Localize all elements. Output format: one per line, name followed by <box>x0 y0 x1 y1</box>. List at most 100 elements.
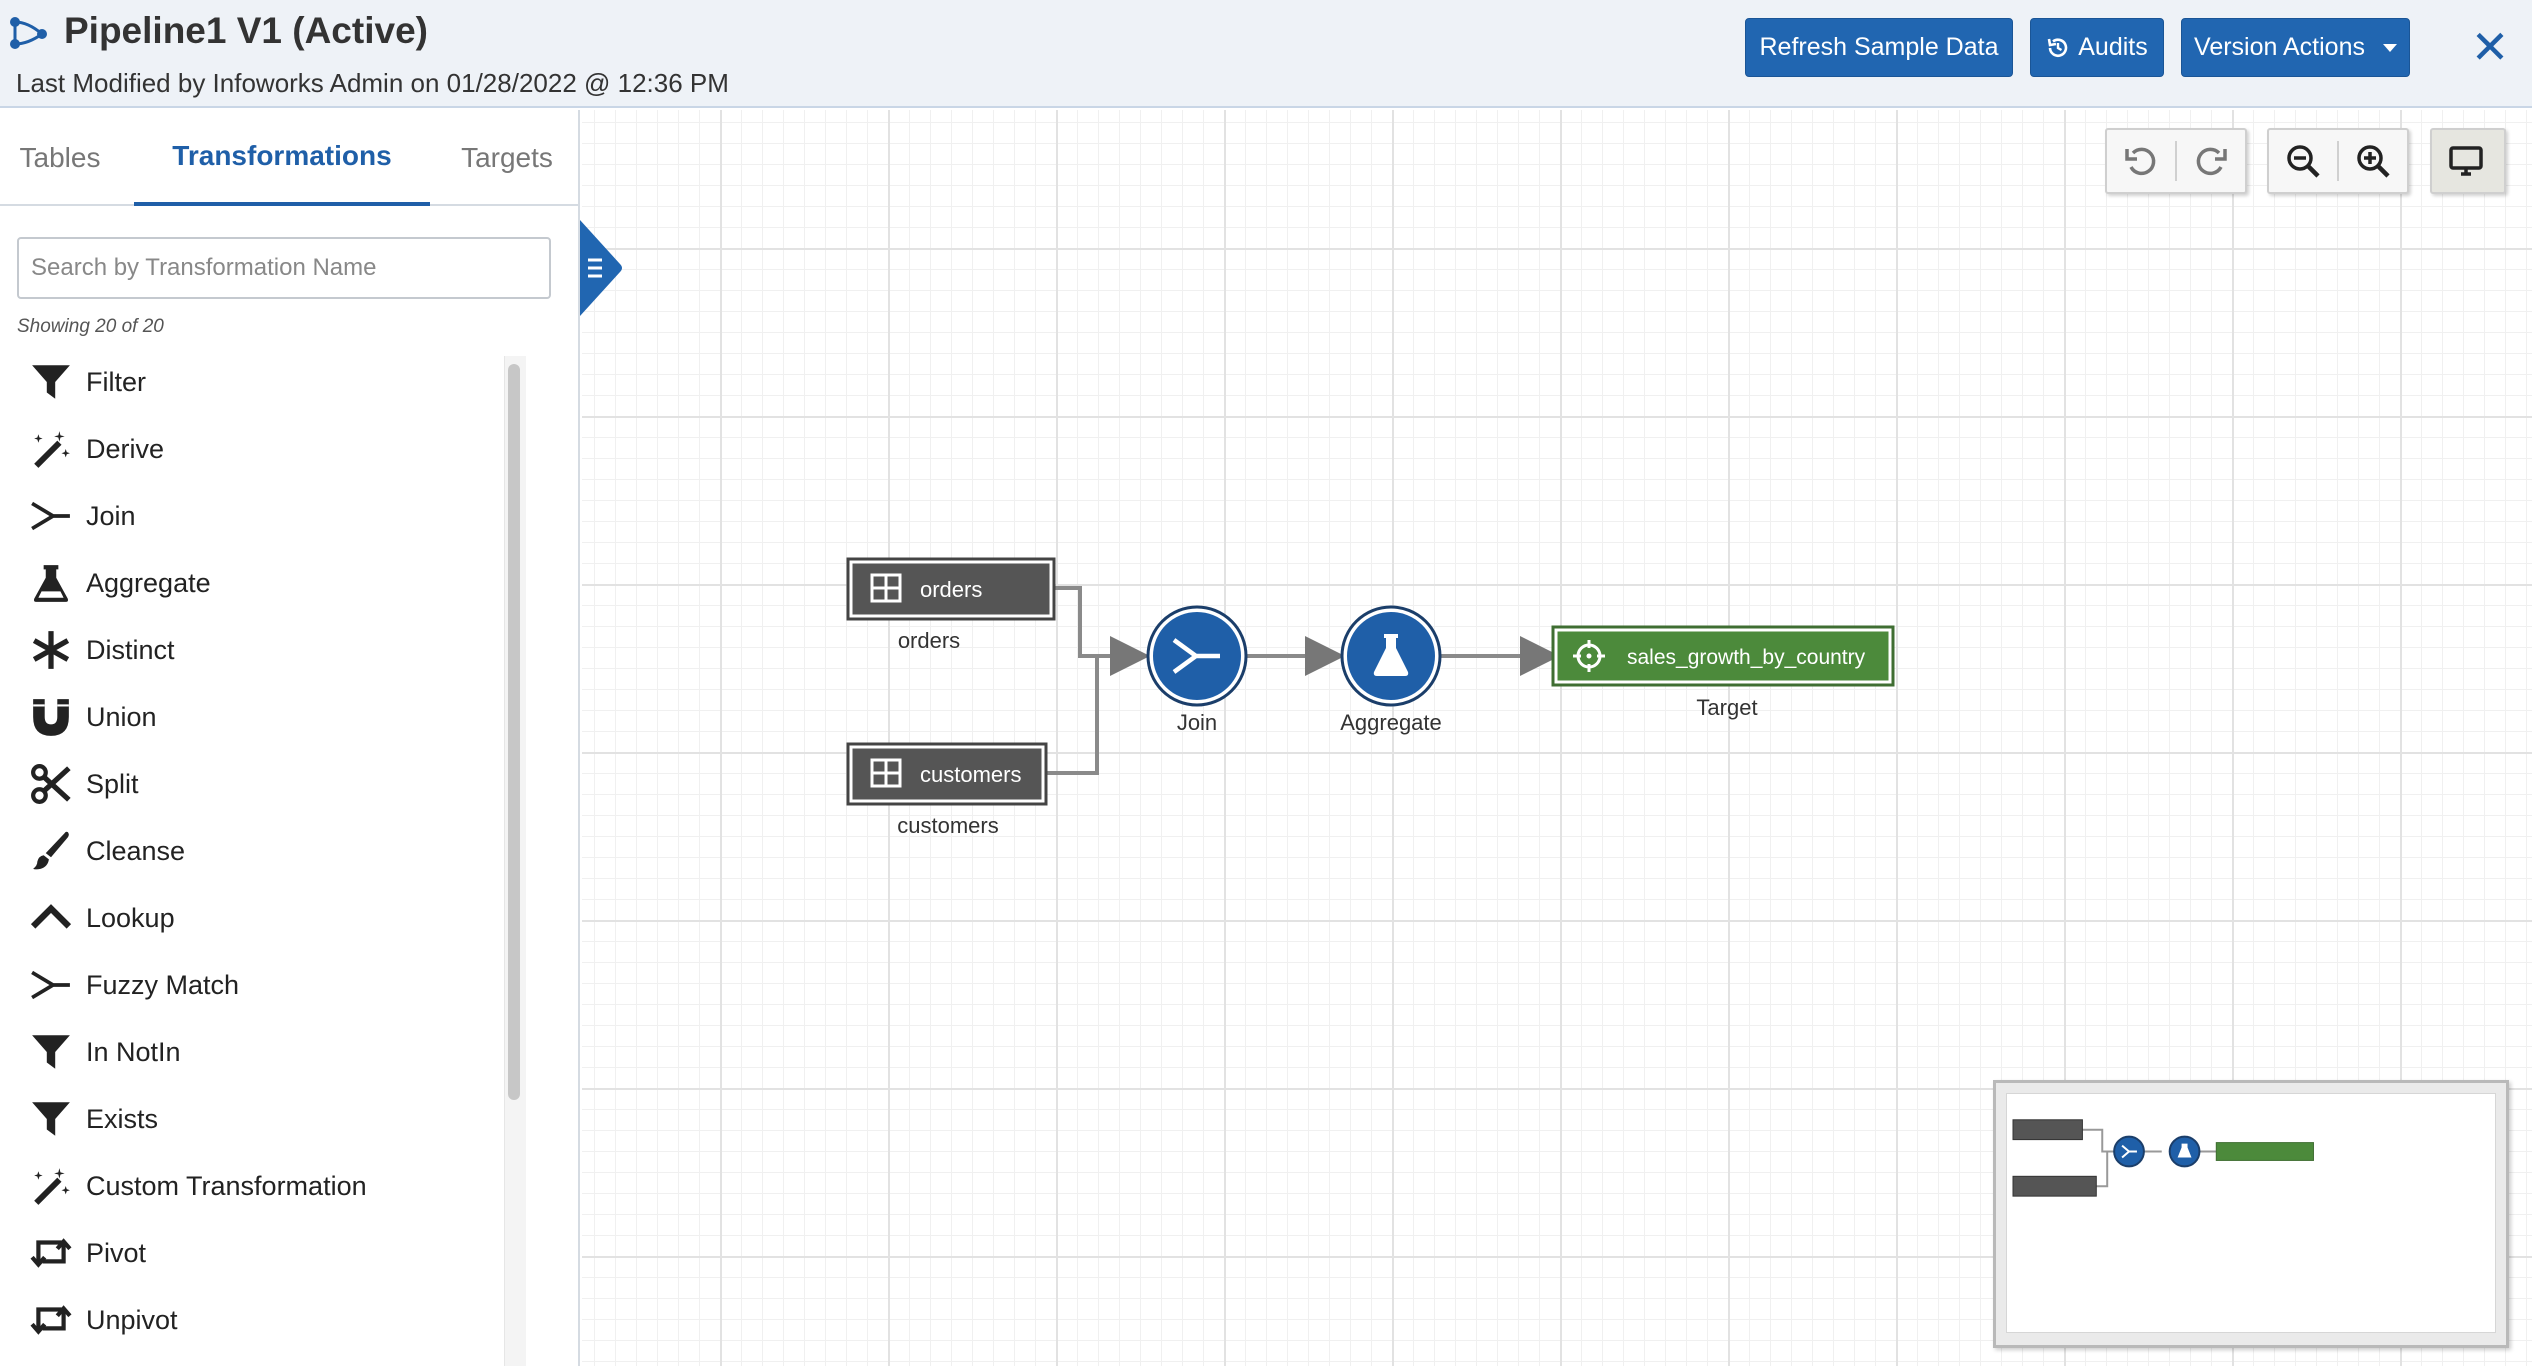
transformation-item-unpivot[interactable]: Unpivot <box>30 1290 490 1350</box>
transformation-list: Filter Derive Join Aggregate Distinct Un… <box>0 352 500 1366</box>
join-icon <box>1172 638 1220 674</box>
node-aggregate[interactable]: Aggregate <box>1340 605 1442 735</box>
toolbar-divider <box>2337 141 2339 181</box>
tab-targets[interactable]: Targets <box>461 142 553 173</box>
transformation-item-cleanse[interactable]: Cleanse <box>30 821 490 881</box>
redo-button[interactable] <box>2177 130 2245 192</box>
table-icon <box>870 573 902 603</box>
transformation-item-join[interactable]: Join <box>30 486 490 546</box>
graph-edges <box>1008 586 1560 775</box>
chevron-up-icon <box>30 904 72 929</box>
history-toolbar <box>2105 128 2247 194</box>
transformation-item-label: Aggregate <box>86 567 211 598</box>
zoom-in-icon <box>2357 145 2390 178</box>
transformation-item-custom-transformation[interactable]: Custom Transformation <box>30 1156 490 1216</box>
retweet-icon <box>30 1238 72 1268</box>
crosshairs-icon <box>1573 640 1605 672</box>
magic-wand-icon <box>34 1168 70 1205</box>
sidebar-toggle-icon[interactable] <box>580 220 624 316</box>
filter-icon <box>32 1035 70 1069</box>
caret-down-icon <box>2382 43 2397 52</box>
page-header: Pipeline1 V1 (Active) Last Modified by I… <box>0 0 2532 108</box>
monitor-icon <box>2449 146 2483 176</box>
transformations-sidebar: Tables Transformations Targets Showing 2… <box>0 110 580 1366</box>
zoom-out-button[interactable] <box>2269 130 2337 192</box>
transformation-item-aggregate[interactable]: Aggregate <box>30 553 490 613</box>
transformation-item-filter[interactable]: Filter <box>30 352 490 412</box>
redo-icon <box>2196 147 2227 176</box>
node-caption: customers <box>897 813 998 838</box>
transformation-item-label: Filter <box>86 366 146 397</box>
transformation-item-label: Derive <box>86 433 165 464</box>
version-actions-button[interactable]: Version Actions <box>2181 18 2410 77</box>
fit-toolbar <box>2430 128 2506 194</box>
transformation-item-pivot[interactable]: Pivot <box>30 1223 490 1283</box>
list-scrollbar-thumb[interactable] <box>508 364 520 1100</box>
transformation-item-label: Fuzzy Match <box>86 969 240 1000</box>
transformation-item-label: Unpivot <box>86 1304 178 1335</box>
transformation-item-derive[interactable]: Derive <box>30 419 490 479</box>
toolbar-divider <box>2175 141 2177 181</box>
version-actions-label: Version Actions <box>2194 33 2365 61</box>
tab-transformations[interactable]: Transformations <box>134 110 430 206</box>
last-modified-text: Last Modified by Infoworks Admin on 01/2… <box>16 68 729 98</box>
history-icon <box>2047 37 2068 57</box>
filter-icon <box>32 1102 70 1136</box>
flask-icon <box>33 565 69 602</box>
node-caption: orders <box>898 628 960 653</box>
transformation-item-label: Union <box>86 701 157 732</box>
transformation-item-label: Exists <box>86 1103 159 1134</box>
transformation-item-label: Split <box>86 768 139 799</box>
magnet-icon <box>33 699 69 736</box>
transformation-item-label: Custom Transformation <box>86 1170 367 1201</box>
zoom-in-button[interactable] <box>2339 130 2407 192</box>
node-customers[interactable]: customers customers <box>846 742 1048 838</box>
asterisk-icon <box>32 631 70 669</box>
filter-icon <box>32 365 70 399</box>
showing-count: Showing 20 of 20 <box>17 316 164 337</box>
refresh-sample-data-button[interactable]: Refresh Sample Data <box>1745 18 2013 77</box>
canvas-minimap[interactable] <box>1993 1080 2509 1348</box>
edge-customers-join <box>1046 656 1099 775</box>
pipeline-graph: orders orders customers customers Join A… <box>846 557 1895 838</box>
node-caption: Join <box>1177 710 1217 735</box>
audits-button[interactable]: Audits <box>2030 18 2164 77</box>
transformation-search-input[interactable] <box>17 237 551 299</box>
transformation-item-in-notin[interactable]: In NotIn <box>30 1022 490 1082</box>
transformation-item-label: In NotIn <box>86 1036 181 1067</box>
node-orders[interactable]: orders orders <box>846 557 1056 653</box>
join-icon <box>31 970 70 1000</box>
transformation-item-label: Cleanse <box>86 835 186 866</box>
transformation-item-distinct[interactable]: Distinct <box>30 620 490 680</box>
transformation-item-union[interactable]: Union <box>30 687 490 747</box>
transformation-item-label: Lookup <box>86 902 175 933</box>
scissors-icon <box>31 764 71 804</box>
magic-wand-icon <box>34 431 70 468</box>
fit-to-screen-button[interactable] <box>2432 130 2500 192</box>
node-caption: Aggregate <box>1340 710 1442 735</box>
undo-icon <box>2125 147 2156 176</box>
page-title: Pipeline1 V1 (Active) <box>64 10 428 51</box>
transformation-item-exists[interactable]: Exists <box>30 1089 490 1149</box>
node-join[interactable]: Join <box>1146 605 1248 735</box>
undo-button[interactable] <box>2107 130 2175 192</box>
audits-label: Audits <box>2078 33 2148 61</box>
tab-tables[interactable]: Tables <box>19 142 101 173</box>
node-target[interactable]: sales_growth_by_country Target <box>1551 625 1895 720</box>
close-icon[interactable]: ✕ <box>2470 21 2510 73</box>
zoom-toolbar <box>2267 128 2409 194</box>
paintbrush-icon <box>33 831 69 870</box>
node-box-label: customers <box>920 762 1021 787</box>
transformation-item-label: Join <box>86 500 136 531</box>
zoom-out-icon <box>2287 145 2320 178</box>
node-box-label: orders <box>920 577 982 602</box>
transformation-item-lookup[interactable]: Lookup <box>30 888 490 948</box>
join-icon <box>31 501 70 531</box>
node-caption: Target <box>1696 695 1757 720</box>
flask-icon <box>1373 634 1409 676</box>
retweet-icon <box>30 1305 72 1335</box>
transformation-item-split[interactable]: Split <box>30 754 490 814</box>
transformation-item-fuzzy-match[interactable]: Fuzzy Match <box>30 955 490 1015</box>
node-box-label: sales_growth_by_country <box>1627 646 1866 669</box>
transformation-item-label: Pivot <box>86 1237 147 1268</box>
